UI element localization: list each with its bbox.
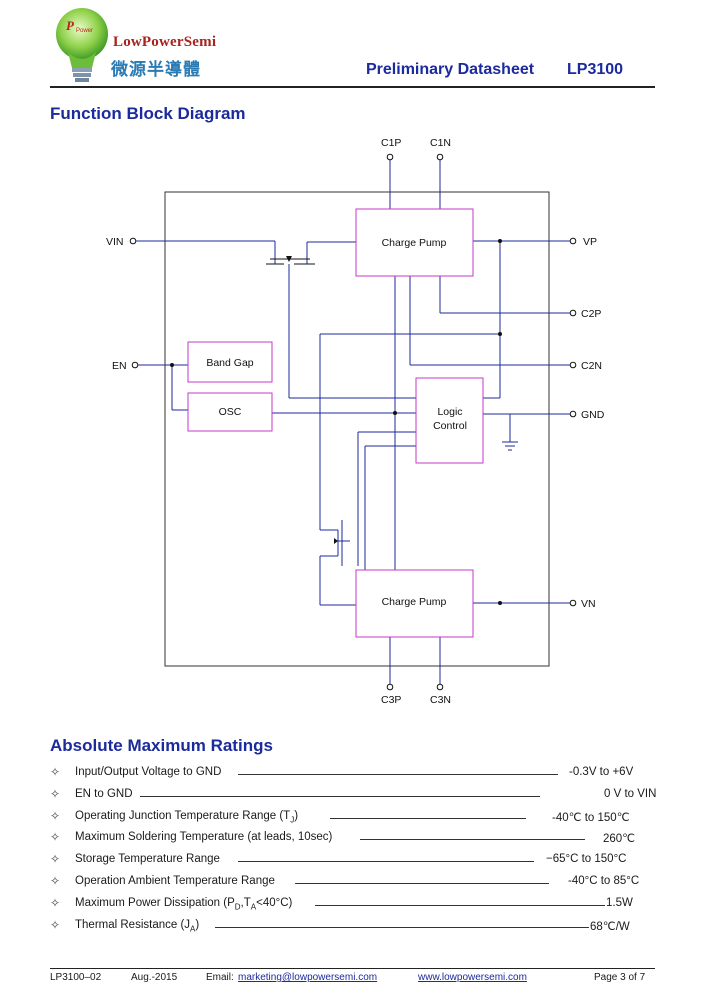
- rating-item: ✧ Maximum Soldering Temperature (at lead…: [50, 829, 660, 851]
- rating-parameter: Maximum Soldering Temperature (at leads,…: [75, 831, 335, 844]
- logic-label-line2: Control: [433, 420, 467, 432]
- pin-c1n: [436, 153, 444, 161]
- footer-email-link[interactable]: marketing@lowpowersemi.com: [238, 972, 378, 983]
- rating-parameter: EN to GND: [75, 787, 135, 800]
- company-logo: P Power: [56, 8, 108, 82]
- band-gap-block: [187, 341, 273, 383]
- document-type: Preliminary Datasheet: [366, 61, 535, 78]
- rating-value: -40°C to 85°C: [568, 874, 640, 887]
- pin-label-vp: VP: [583, 236, 597, 248]
- pin-label-c1p: C1P: [381, 137, 401, 149]
- rating-value: 260℃: [603, 831, 636, 846]
- footer-website-link[interactable]: www.lowpowersemi.com: [418, 972, 527, 983]
- ratings-list: ✧ Input/Output Voltage to GND -0.3V to +…: [50, 764, 660, 938]
- charge-pump-bottom-label: Charge Pump: [382, 596, 447, 608]
- diamond-bullet-icon: ✧: [50, 830, 61, 845]
- part-number: LP3100: [567, 61, 624, 78]
- rating-parameter: Input/Output Voltage to GND: [75, 766, 224, 778]
- logo-text: Power: [76, 28, 93, 34]
- rating-value: 1.5W: [606, 896, 633, 909]
- rating-item: ✧ EN to GND 0 V to VIN: [50, 786, 660, 808]
- pin-label-c3n: C3N: [430, 694, 451, 706]
- pin-c3p: [386, 683, 394, 691]
- brand-name-chinese: 微源半導體: [111, 60, 201, 80]
- charge-pump-bottom-block: [355, 569, 474, 638]
- pin-vin: [129, 237, 137, 245]
- footer-doc-id: LP3100–02: [50, 972, 102, 983]
- rating-item: ✧ Operation Ambient Temperature Range -4…: [50, 873, 660, 895]
- pin-label-c2n: C2N: [581, 360, 602, 372]
- svg-text:P: P: [66, 18, 75, 33]
- diamond-bullet-icon: ✧: [50, 852, 61, 867]
- footer-divider: [50, 968, 655, 969]
- rating-parameter: Thermal Resistance (JA): [75, 918, 202, 933]
- rating-item: ✧ Storage Temperature Range −65°C to 150…: [50, 851, 660, 873]
- pin-label-gnd: GND: [581, 409, 605, 421]
- pin-label-c3p: C3P: [381, 694, 401, 706]
- footer-email-label: Email:: [206, 972, 234, 983]
- diamond-bullet-icon: ✧: [50, 873, 61, 888]
- diamond-bullet-icon: ✧: [50, 895, 61, 910]
- function-block-diagram-title: Function Block Diagram: [50, 104, 246, 123]
- chip-outline: [164, 191, 550, 667]
- logic-control-block: [415, 377, 484, 464]
- diamond-bullet-icon: ✧: [50, 765, 61, 779]
- band-gap-label: Band Gap: [206, 357, 253, 369]
- pin-c3n: [436, 683, 444, 691]
- charge-pump-top-block: [355, 208, 474, 277]
- rating-value: -40℃ to 150℃: [552, 809, 630, 824]
- logic-label-line1: Logic: [437, 406, 462, 418]
- rating-item: ✧ Operating Junction Temperature Range (…: [50, 808, 660, 830]
- header-divider: [50, 86, 655, 88]
- diamond-bullet-icon: ✧: [50, 917, 61, 932]
- rating-value: −65°C to 150°C: [546, 853, 627, 866]
- charge-pump-top-label: Charge Pump: [382, 237, 447, 249]
- pin-en: [131, 361, 139, 369]
- rating-item: ✧ Maximum Power Dissipation (PD,TA<40°C)…: [50, 895, 660, 917]
- pin-label-c1n: C1N: [430, 137, 451, 149]
- rating-parameter: Storage Temperature Range: [75, 853, 222, 866]
- rating-parameter: Operation Ambient Temperature Range: [75, 874, 277, 887]
- brand-name: LowPowerSemi: [113, 34, 217, 50]
- pin-label-vn: VN: [581, 598, 596, 610]
- absolute-maximum-ratings-title: Absolute Maximum Ratings: [50, 736, 273, 755]
- pin-label-vin: VIN: [106, 236, 124, 248]
- pin-c2n: [569, 361, 577, 369]
- pin-c2p: [569, 309, 577, 317]
- rating-parameter: Operating Junction Temperature Range (TJ…: [75, 809, 301, 824]
- pin-c1p: [386, 153, 394, 161]
- pin-label-c2p: C2P: [581, 308, 601, 320]
- rating-value: 0 V to VIN: [604, 787, 657, 800]
- rating-parameter: Maximum Power Dissipation (PD,TA<40°C): [75, 896, 295, 912]
- pin-gnd: [569, 410, 577, 418]
- footer-date: Aug.-2015: [131, 972, 178, 983]
- rating-item: ✧ Thermal Resistance (JA) 68℃/W: [50, 917, 660, 939]
- osc-label: OSC: [219, 406, 242, 418]
- rating-value: 68℃/W: [590, 918, 630, 933]
- pin-vp: [569, 237, 577, 245]
- footer-page-number: Page 3 of 7: [594, 972, 646, 983]
- rating-item: ✧ Input/Output Voltage to GND -0.3V to +…: [50, 764, 660, 786]
- diamond-bullet-icon: ✧: [50, 808, 61, 823]
- osc-block: [187, 392, 273, 432]
- pin-label-en: EN: [112, 360, 127, 372]
- rating-value: -0.3V to +6V: [569, 766, 634, 778]
- pin-vn: [569, 599, 577, 607]
- diamond-bullet-icon: ✧: [50, 786, 61, 801]
